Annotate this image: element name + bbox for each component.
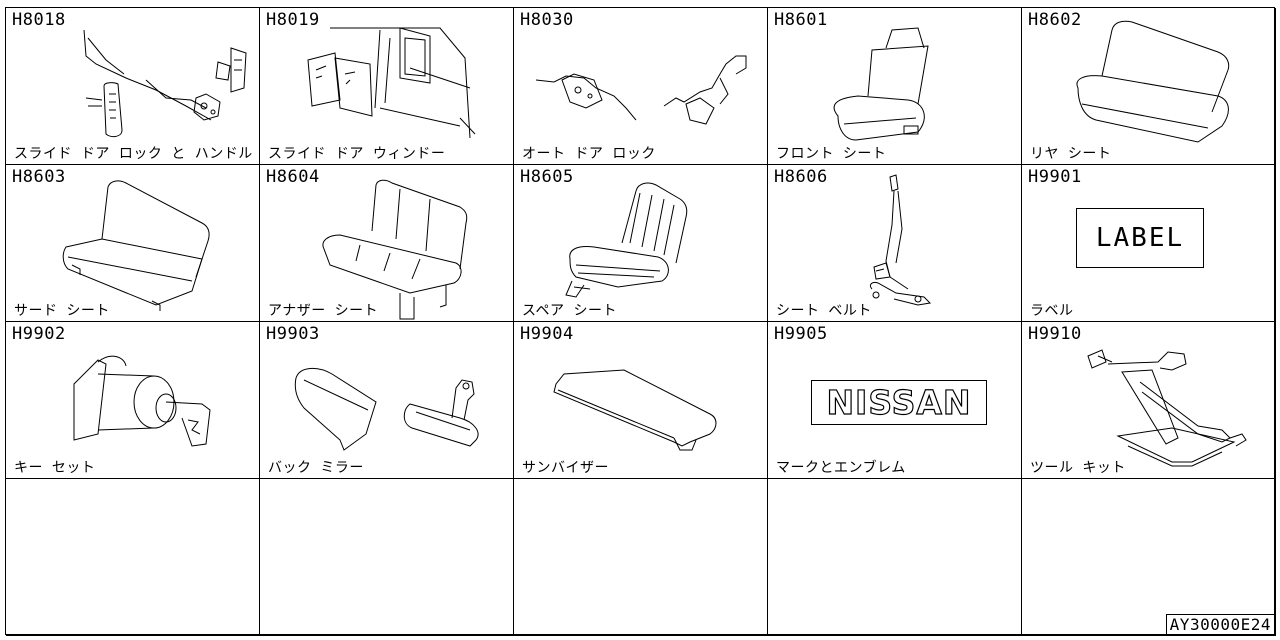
cell-h8018[interactable]: H8018 スライド ドア ロック と ハンドル [6,8,260,165]
diagram-reference: AY30000E24 [1165,614,1275,635]
part-name: キー セット [14,460,96,476]
rear-seat-icon [1022,8,1276,165]
part-name: サンバイザー [522,460,609,476]
part-code: H8018 [12,10,66,30]
part-code: H8030 [520,10,574,30]
part-name: リヤ シート [1030,146,1112,162]
part-code: H8606 [774,167,828,187]
auto-door-lock-icon [514,8,768,165]
empty-cell [514,479,768,636]
front-seat-icon [768,8,1022,165]
part-code: H8605 [520,167,574,187]
empty-cell [1022,479,1276,636]
cell-h8603[interactable]: H8603 サード シート [6,165,260,322]
sun-visor-icon [514,322,768,479]
slide-door-window-icon [260,8,514,165]
cell-h9901[interactable]: LABEL H9901 ラベル [1022,165,1276,322]
cell-h8030[interactable]: H8030 オート ドア ロック [514,8,768,165]
part-code: H8019 [266,10,320,30]
key-set-icon [6,322,260,479]
part-name: スライド ドア ウィンドー [268,146,446,162]
part-name: バック ミラー [268,460,364,476]
part-code: H9910 [1028,324,1082,344]
cell-h8606[interactable]: H8606 シート ベルト [768,165,1022,322]
tool-kit-icon [1022,322,1276,479]
cell-h8019[interactable]: H8019 スライド ドア ウィンドー [260,8,514,165]
part-name: スライド ドア ロック と ハンドル [14,146,253,162]
third-seat-icon [6,165,260,322]
part-code: H8604 [266,167,320,187]
parts-grid: H8018 スライド ドア ロック と ハンドル H8019 スライド ドア ウ… [5,7,1276,636]
empty-cell [260,479,514,636]
part-name: ラベル [1030,303,1074,319]
part-code: H9903 [266,324,320,344]
back-mirror-icon [260,322,514,479]
another-seat-icon [260,165,514,322]
seat-belt-icon [768,165,1022,322]
part-name: スペア シート [522,303,617,319]
emblem-art-text: NISSAN [826,382,972,422]
cell-h9910[interactable]: H9910 ツール キット [1022,322,1276,479]
part-code: H8601 [774,10,828,30]
part-code: H8603 [12,167,66,187]
cell-h8605[interactable]: H8605 スペア シート [514,165,768,322]
cell-h8601[interactable]: H8601 フロント シート [768,8,1022,165]
part-name: サード シート [14,303,110,319]
cell-h9903[interactable]: H9903 バック ミラー [260,322,514,479]
slide-door-lock-handle-icon [6,8,260,165]
empty-cell [768,479,1022,636]
part-code: H9904 [520,324,574,344]
cell-h8602[interactable]: H8602 リヤ シート [1022,8,1276,165]
empty-cell [6,479,260,636]
part-code: H8602 [1028,10,1082,30]
part-name: ツール キット [1030,460,1126,476]
spare-seat-icon [514,165,768,322]
part-name: シート ベルト [776,303,872,319]
part-code: H9905 [774,324,828,344]
cell-h9905[interactable]: NISSAN H9905 マークとエンブレム [768,322,1022,479]
part-name: アナザー シート [268,303,379,319]
part-name: オート ドア ロック [522,146,656,162]
part-code: H9902 [12,324,66,344]
cell-h8604[interactable]: H8604 アナザー シート [260,165,514,322]
part-name: フロント シート [776,146,887,162]
mark-emblem-icon: NISSAN [811,380,987,425]
part-code: H9901 [1028,167,1082,187]
cell-h9902[interactable]: H9902 キー セット [6,322,260,479]
label-art-text: LABEL [1095,223,1185,253]
cell-h9904[interactable]: H9904 サンバイザー [514,322,768,479]
label-icon: LABEL [1076,208,1204,268]
part-name: マークとエンブレム [776,460,906,476]
